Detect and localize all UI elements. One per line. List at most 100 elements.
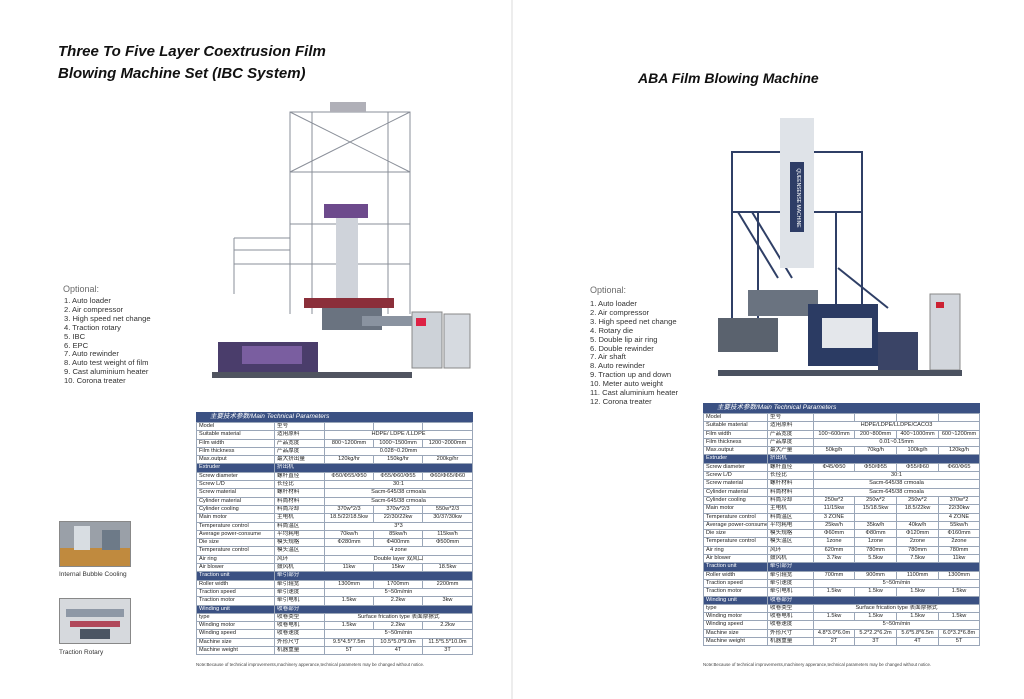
table-cell: 10.5*5.0*9.0m xyxy=(373,637,423,648)
optional-item: 10. Corona treater xyxy=(64,376,126,386)
table-cell: 2T xyxy=(813,636,855,647)
table-cell: 620mm xyxy=(813,545,855,556)
table-cell: Die size xyxy=(196,538,275,548)
table-cell: 2.2kw xyxy=(422,621,473,631)
table-cell: Surface frication type 表面摩擦式 xyxy=(324,612,473,623)
table-cell: 牵引部分 xyxy=(274,571,473,581)
table-cell: 120kg/hr xyxy=(324,455,374,465)
left-title-line1: Three To Five Layer Coextrusion Film xyxy=(58,43,326,60)
table-cell: 1.5kw xyxy=(813,612,855,622)
table-cell: 2200mm xyxy=(422,579,473,589)
table-cell: 产品宽度 xyxy=(767,429,814,439)
table-cell: 3.7kw xyxy=(813,554,855,564)
table-cell: 120kg/h xyxy=(938,446,980,456)
table-cell: Max.output xyxy=(196,455,275,465)
table-cell: 3T xyxy=(854,636,897,647)
optional-item: 2. Air compressor xyxy=(64,304,124,314)
table-cell: type xyxy=(196,612,275,623)
table-cell: 牵引速度 xyxy=(274,587,325,598)
table-cell: 9.5*4.5*7.5m xyxy=(324,637,374,648)
table-cell: 螺杆材料 xyxy=(767,479,814,489)
table-cell: Screw L/D xyxy=(196,480,275,490)
table-cell: Film thickness xyxy=(196,446,275,457)
table-cell: Roller width xyxy=(196,579,275,589)
table-cell: 型号 xyxy=(274,421,325,432)
traction-rotary-image xyxy=(59,598,131,644)
table-cell: Traction motor xyxy=(703,587,768,597)
table-cell: Traction speed xyxy=(703,578,768,589)
table-cell: 型号 xyxy=(767,412,814,423)
machine-sign-text: QUEENSENSE MACHINE xyxy=(795,168,801,228)
optional-item: 3. High speed net change xyxy=(64,313,151,323)
table-cell: 70kg/h xyxy=(854,446,897,456)
right-title: ABA Film Blowing Machine xyxy=(638,70,819,86)
right-table-caption: 主要技术参数/Main Technical Parameters xyxy=(703,403,980,413)
optional-item: 4. Traction rotary xyxy=(64,322,121,332)
table-cell: Φ60/Φ65/Φ60 xyxy=(422,471,473,482)
table-cell: 3 ZONE xyxy=(813,512,855,522)
table-cell: 1.5kw xyxy=(854,587,897,597)
optional-item: 12. Corona treater xyxy=(590,396,652,406)
table-cell: 1zone xyxy=(854,537,897,547)
table-cell: 18.5kw xyxy=(422,563,473,573)
table-cell: 收卷电机 xyxy=(274,621,325,631)
table-cell: 鼓风机 xyxy=(767,554,814,564)
table-cell: 1.5kw xyxy=(938,612,980,622)
table-cell: 收卷类型 xyxy=(767,603,814,614)
table-cell: 11kw xyxy=(324,563,374,573)
table-cell: 55kw/h xyxy=(938,520,980,531)
table-cell: Die size xyxy=(703,529,768,539)
table-cell: 5.2*2.2*6.2m xyxy=(854,628,897,639)
table-cell: 料筒冷却 xyxy=(274,504,325,515)
table-cell: 370w*2/3 xyxy=(324,504,374,515)
table-cell: Temperature control xyxy=(703,512,768,522)
table-cell: 料筒冷却 xyxy=(767,495,814,506)
table-cell: 1zone xyxy=(813,537,855,547)
table-cell: Screw L/D xyxy=(703,471,768,481)
table-cell: 250w*2 xyxy=(896,495,939,506)
table-cell: 2.2kw xyxy=(373,596,423,606)
table-cell: 18.5/22/18.5kw xyxy=(324,513,374,523)
table-cell: Φ55/Φ60/Φ55 xyxy=(373,471,423,482)
optional-item: 2. Air compressor xyxy=(590,307,650,317)
table-cell: 0.028~0.20mm xyxy=(324,446,473,457)
optional-item: 4. Rotary die xyxy=(590,325,634,335)
table-cell: 150kg/hr xyxy=(373,455,423,465)
table-cell: 1200~2000mm xyxy=(422,438,473,448)
table-cell: 35kw/h xyxy=(854,520,897,531)
table-cell: 挤出机 xyxy=(767,454,980,464)
table-cell: 牵引辊宽 xyxy=(274,579,325,589)
table-cell: 机器重量 xyxy=(274,645,325,656)
table-cell: 平均耗电 xyxy=(767,520,814,531)
table-cell: Temperature control xyxy=(703,537,768,547)
left-title-line2: Blowing Machine Set (IBC System) xyxy=(58,65,306,82)
coextrusion-machine-image xyxy=(212,102,471,378)
table-cell: 900mm xyxy=(854,570,897,580)
table-cell: Temperature control xyxy=(196,546,275,556)
table-cell: Traction motor xyxy=(196,596,275,606)
table-cell: 15kw xyxy=(373,563,423,573)
table-cell: Machine weight xyxy=(196,645,275,656)
